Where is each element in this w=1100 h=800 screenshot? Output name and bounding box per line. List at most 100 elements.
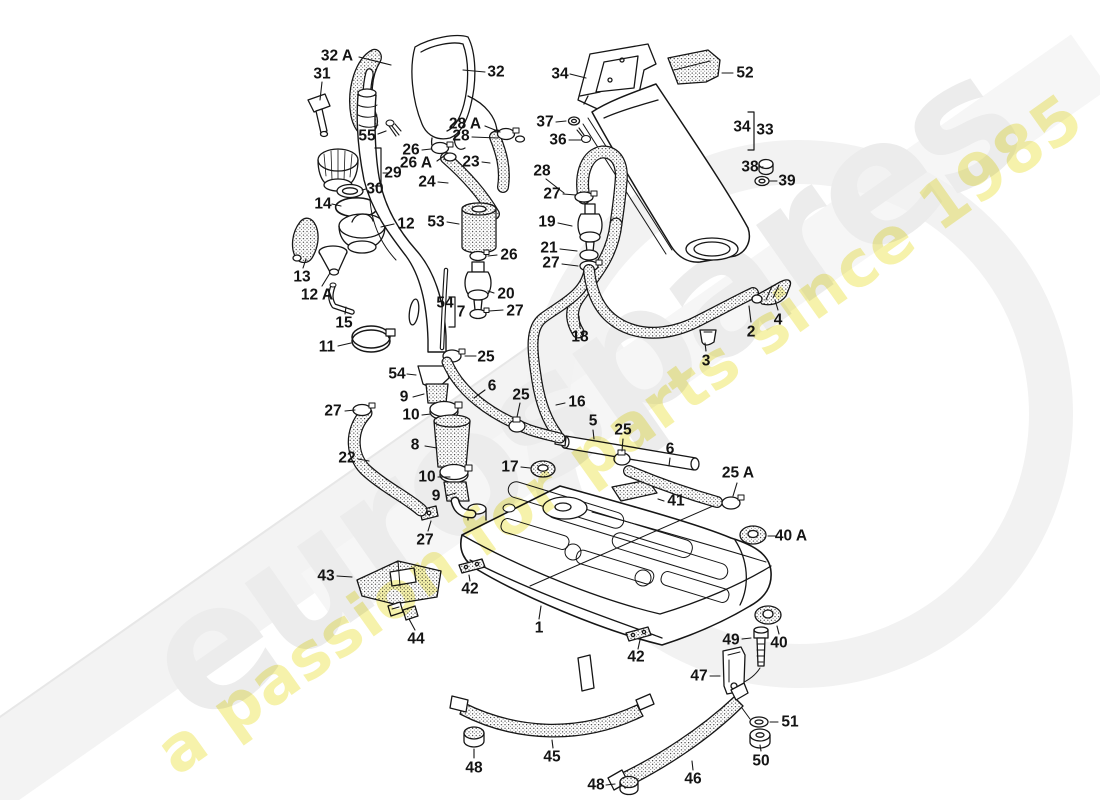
lock-31 [307,93,331,138]
part-label-21: 21 [540,240,558,257]
clip-42-right [625,626,652,642]
part-label-27: 27 [324,403,341,420]
part-label-50: 50 [752,753,769,770]
part-label-30: 30 [366,181,383,198]
part-label-19: 19 [538,214,556,231]
part-label-26: 26 [500,247,518,264]
part-label-34: 34 [551,66,569,83]
part-label-27: 27 [543,186,560,203]
group-bracket [374,147,382,187]
air-duct-33 [582,83,751,263]
part-label-32A: 32 A [321,48,353,65]
pad-52 [667,49,721,85]
hose-arch-28 [576,145,628,231]
hose-22 [347,406,428,517]
screw-36 [576,127,592,144]
washer-51 [741,707,769,728]
leader-line [336,575,353,578]
leader-line [412,393,425,398]
grommet-40 [754,605,782,625]
part-label-16: 16 [568,394,586,411]
clip-42-left [458,558,486,574]
part-label-42: 42 [627,649,644,666]
part-label-33: 33 [756,122,774,139]
leader-line [592,429,595,440]
part-label-26A: 26 A [400,155,432,172]
leader-line [357,458,370,462]
leader-line [437,181,449,184]
leader-line [621,438,624,452]
part-label-5: 5 [589,413,598,430]
washer-37 [567,116,581,126]
part-label-37: 37 [536,114,553,131]
nut-48-right [619,775,639,796]
leader-line [657,498,665,502]
washer-39 [754,175,770,187]
part-label-41: 41 [667,493,685,510]
grommet-48-left [463,726,485,748]
leader-line [776,625,780,635]
leader-line [436,155,445,162]
nut-38 [758,158,774,176]
strap-45 [449,654,655,738]
group-bracket [448,296,456,328]
filter-8 [433,414,471,468]
leader-line [759,744,762,752]
leader-line [421,413,432,416]
part-label-9: 9 [400,389,409,406]
leader-line [774,299,779,311]
clips-44 [387,601,419,621]
leader-line [481,161,491,164]
clamp-25-hose6 [508,416,526,433]
leader-line [561,263,579,267]
part-label-15: 15 [335,315,353,332]
part-label-31: 31 [313,66,331,83]
part-label-25: 25 [477,349,495,366]
clamp-26 [430,141,457,162]
leader-line [748,305,752,323]
fuel-pipe-5 [554,434,700,471]
clamp-27a [574,190,598,203]
part-label-28A: 28 A [449,116,481,133]
leader-line [551,739,554,749]
leader-line [424,445,438,449]
clamp-28a [496,127,526,143]
leader-line [732,482,738,497]
leader-line [487,254,498,257]
leader-line [569,73,587,79]
part-label-51: 51 [781,714,799,731]
part-label-17: 17 [501,459,518,476]
part-label-42: 42 [461,581,478,598]
tube-15 [328,282,355,315]
part-label-54: 54 [436,295,454,312]
part-label-48: 48 [465,760,483,777]
leader-line [545,178,565,194]
leader-line [319,81,323,101]
part-label-12A: 12 A [301,287,333,304]
part-label-10: 10 [418,469,435,486]
grommet-17 [530,460,556,478]
hose-23 [489,131,510,193]
leader-line [668,457,671,467]
part-label-55: 55 [358,128,376,145]
leader-line [555,120,567,123]
vent-pipe-7 [439,267,449,351]
part-label-28: 28 [533,163,551,180]
clamp-10-bottom [439,463,473,484]
part-label-10: 10 [402,407,419,424]
part-label-4: 4 [774,312,783,329]
part-label-46: 46 [684,771,702,788]
fitting-4 [751,279,792,306]
leader-line [380,223,395,228]
screw-55 [385,119,402,137]
part-label-34: 34 [733,119,751,136]
leader-line [445,492,457,497]
leader-line [484,125,501,133]
seal-30 [336,183,364,199]
part-label-13: 13 [293,269,311,286]
part-label-40A: 40 A [775,528,807,545]
hose-16 [527,264,595,440]
leader-line [559,248,578,252]
part-label-7: 7 [457,304,466,321]
